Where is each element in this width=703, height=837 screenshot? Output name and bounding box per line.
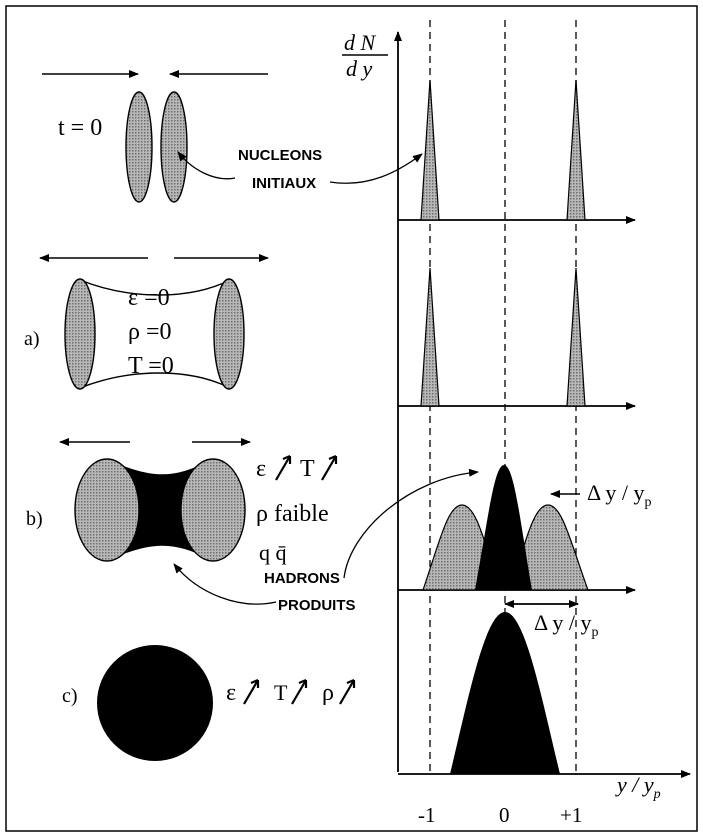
eps-up-arrow xyxy=(275,454,292,481)
nucleons-label-1: NUCLEONS xyxy=(238,147,322,164)
spike-t0-right xyxy=(566,79,586,221)
spike-a-right xyxy=(566,267,586,407)
nucleons-label-2: INITIAUX xyxy=(252,175,316,192)
ylabel-bottom: d y xyxy=(346,56,373,81)
T-up-text: T xyxy=(300,456,315,482)
xlabel: y / yp xyxy=(615,772,661,802)
nucleus-t0-left xyxy=(125,91,153,203)
tick-minus1: -1 xyxy=(418,803,436,827)
rho-faible-text: ρ faible xyxy=(256,501,329,527)
nucleus-b-left xyxy=(74,458,140,562)
nucleus-a-right xyxy=(213,278,245,390)
nucleus-a-left xyxy=(64,278,96,390)
spike-a-left xyxy=(420,267,440,407)
nucleons-pointer-left xyxy=(177,151,236,180)
peak-c xyxy=(450,612,560,774)
c-rho-text: ρ xyxy=(322,680,334,706)
nucleus-b-right xyxy=(180,458,246,562)
tick-zero: 0 xyxy=(499,803,510,827)
c-T-text: T xyxy=(274,680,288,705)
eps-zero-text: ε =0 xyxy=(128,285,170,311)
rho-zero-text: ρ =0 xyxy=(128,319,172,345)
ylabel-top: d N xyxy=(344,30,377,55)
nucleons-pointer-right xyxy=(329,153,423,184)
hadrons-label-2: PRODUITS xyxy=(278,597,356,614)
T-up-arrow xyxy=(321,454,338,481)
hump-b-center xyxy=(475,465,532,590)
stage-a-label: a) xyxy=(24,328,40,350)
hadrons-pointer-left xyxy=(173,563,277,605)
eps-up-text: ε xyxy=(256,456,266,482)
delta-label-c: Δ y / yp xyxy=(534,610,599,640)
stage-c-label: c) xyxy=(62,685,78,707)
stage-b-label: b) xyxy=(26,508,43,530)
stage-t0-label: t = 0 xyxy=(58,115,102,141)
hadrons-pointer-right xyxy=(343,468,479,579)
outer-border xyxy=(5,5,698,832)
fireball-c xyxy=(97,645,213,761)
tick-plus1: +1 xyxy=(560,803,582,827)
nucleus-t0-right xyxy=(160,91,188,203)
c-eps-text: ε xyxy=(226,680,236,706)
c-rho-up-arrow xyxy=(339,678,356,705)
c-T-up-arrow xyxy=(291,678,308,705)
T-zero-text: T =0 xyxy=(128,353,174,379)
hadrons-label-1: HADRONS xyxy=(264,570,340,587)
c-eps-up-arrow xyxy=(243,678,260,705)
delta-label-b: Δ y / yp xyxy=(587,480,652,510)
spike-t0-left xyxy=(420,79,440,221)
q-qbar-text: q q̄ xyxy=(259,540,287,565)
